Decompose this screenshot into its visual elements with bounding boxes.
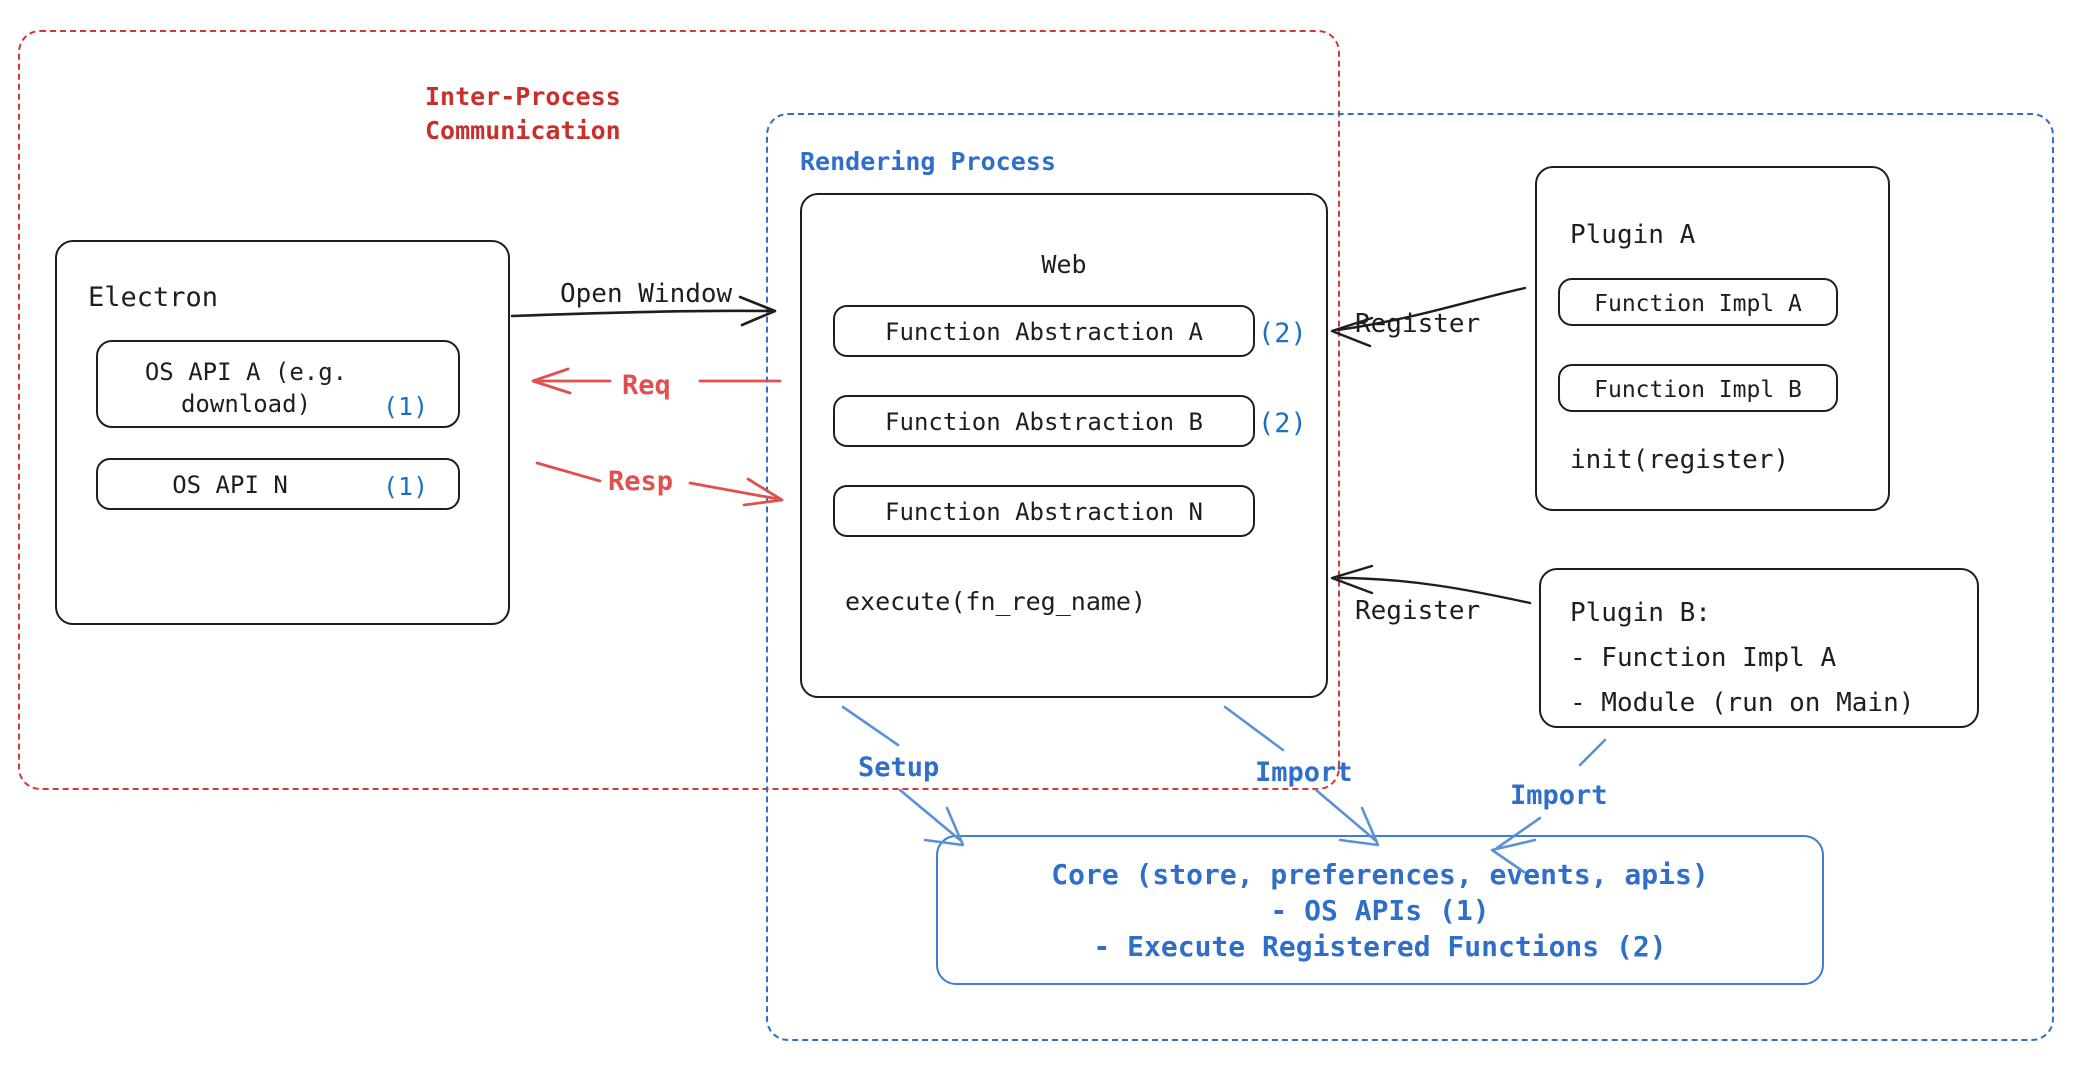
node-core-line-2: - OS APIs (1) bbox=[1270, 894, 1490, 927]
node-core-line-3: - Execute Registered Functions (2) bbox=[1093, 930, 1667, 963]
edge-label-setup: Setup bbox=[858, 752, 940, 783]
node-web-title: Web bbox=[1041, 250, 1087, 279]
region-rendering-process-label: Rendering Process bbox=[800, 147, 1056, 176]
node-plugin-b[interactable] bbox=[1539, 568, 1979, 728]
edge-label-import-web: Import bbox=[1255, 757, 1353, 788]
node-plugin-b-line-1: - Function Impl A bbox=[1570, 643, 1837, 673]
node-electron-title: Electron bbox=[88, 282, 219, 313]
edge-label-register-plugin-a: Register bbox=[1355, 309, 1481, 339]
node-plugin-a-title: Plugin A bbox=[1570, 220, 1696, 250]
node-os-api-n-marker: (1) bbox=[383, 472, 429, 501]
node-core-line-1: Core (store, preferences, events, apis) bbox=[1051, 858, 1709, 891]
node-function-abstraction-b-label: Function Abstraction B bbox=[885, 408, 1203, 436]
node-core[interactable] bbox=[936, 835, 1824, 985]
node-function-abstraction-a-marker: (2) bbox=[1258, 318, 1307, 349]
node-os-api-n[interactable] bbox=[96, 458, 460, 510]
edge-label-req: Req bbox=[622, 370, 671, 401]
edge-label-open-window: Open Window bbox=[560, 279, 733, 309]
node-os-api-a[interactable] bbox=[96, 340, 460, 428]
node-os-api-a-marker: (1) bbox=[383, 392, 429, 421]
edge-label-resp: Resp bbox=[608, 466, 674, 497]
node-function-abstraction-n[interactable] bbox=[833, 485, 1255, 537]
node-function-abstraction-b-marker: (2) bbox=[1258, 408, 1307, 439]
edge-label-register-plugin-b: Register bbox=[1355, 596, 1481, 626]
node-function-abstraction-a[interactable] bbox=[833, 305, 1255, 357]
node-plugin-b-line-2: - Module (run on Main) bbox=[1570, 688, 1915, 718]
node-electron[interactable] bbox=[55, 240, 510, 625]
node-plugin-b-title: Plugin B: bbox=[1570, 598, 1711, 628]
node-function-abstraction-n-label: Function Abstraction N bbox=[885, 498, 1203, 526]
node-plugin-a[interactable] bbox=[1535, 166, 1890, 511]
region-rendering-process bbox=[766, 113, 2054, 1041]
region-ipc-label: Inter-Process Communication bbox=[425, 82, 621, 145]
node-function-impl-a[interactable] bbox=[1558, 278, 1838, 326]
node-function-impl-b[interactable] bbox=[1558, 364, 1838, 412]
node-function-abstraction-a-label: Function Abstraction A bbox=[885, 318, 1203, 346]
node-function-abstraction-b[interactable] bbox=[833, 395, 1255, 447]
node-web-footer: execute(fn_reg_name) bbox=[845, 587, 1147, 616]
node-function-impl-a-label: Function Impl A bbox=[1594, 291, 1802, 317]
node-plugin-a-footer: init(register) bbox=[1570, 445, 1790, 475]
node-web[interactable] bbox=[800, 193, 1328, 698]
region-inter-process-communication bbox=[18, 30, 1340, 790]
edge-label-import-plugin-b: Import bbox=[1510, 780, 1608, 811]
node-function-impl-b-label: Function Impl B bbox=[1594, 377, 1802, 403]
node-os-api-a-label: OS API A (e.g. download) bbox=[144, 358, 348, 418]
node-os-api-n-label: OS API N bbox=[172, 471, 288, 499]
